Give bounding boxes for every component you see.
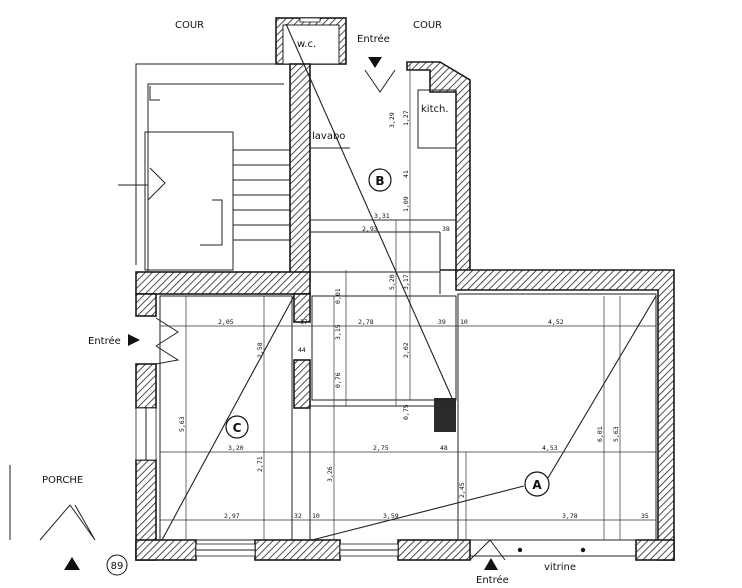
dim-text: 0,01 (334, 288, 342, 304)
dim-text: 48 (440, 444, 448, 452)
wc-room (275, 17, 347, 65)
dim-text: 2,71 (256, 456, 264, 472)
dim-text: 0,75 (402, 404, 410, 420)
label-lavabo: lavabo (312, 131, 345, 142)
dim-text: 6,01 (596, 426, 604, 442)
dim-text: 2,58 (256, 342, 264, 358)
dimension-lines (160, 64, 656, 540)
label-cour-left: COUR (175, 20, 204, 31)
interior-lines (9, 69, 657, 561)
dim-text: 4,53 (542, 444, 558, 452)
porche-arrow-icon (64, 557, 80, 570)
label-vitrine: vitrine (544, 562, 576, 573)
label-entree-top: Entrée (357, 33, 390, 45)
label-entree-bottom: Entrée (476, 574, 509, 586)
dim-text: 1,09 (402, 196, 410, 212)
dim-text: 3,29 (388, 112, 396, 128)
dim-text: 4,52 (548, 318, 564, 326)
marker-a: A (524, 471, 550, 497)
svg-text:A: A (532, 478, 542, 492)
page-number: 89 (106, 554, 128, 576)
dim-text: 3,31 (374, 212, 390, 220)
dim-text: 2,75 (373, 444, 389, 452)
dim-text: 2,02 (402, 342, 410, 358)
svg-text:89: 89 (111, 561, 124, 572)
dim-text: 3,15 (334, 324, 342, 340)
label-entree-left: Entrée (88, 335, 121, 347)
dim-text: 2,97 (224, 512, 240, 520)
svg-text:C: C (233, 421, 242, 435)
svg-text:B: B (375, 174, 384, 188)
marker-b: B (368, 168, 392, 192)
dim-text: 5,63 (178, 416, 186, 432)
dim-text: 3,78 (562, 512, 578, 520)
dim-text: 2,78 (358, 318, 374, 326)
dim-text: 41 (402, 170, 410, 178)
dim-text: 37 (300, 318, 308, 326)
dim-text: 32 (294, 512, 302, 520)
label-kitchen: kitch. (421, 104, 449, 115)
staircase-area (118, 63, 290, 272)
entree-bottom-arrow-icon (484, 558, 498, 570)
dim-text: 3,20 (228, 444, 244, 452)
exterior-walls (135, 61, 675, 561)
label-porche: PORCHE (42, 475, 83, 486)
dim-text: 39 (438, 318, 446, 326)
dim-text: 1,27 (402, 110, 410, 126)
dim-text: 38 (442, 225, 450, 233)
dim-text: 2,05 (218, 318, 234, 326)
dim-text: 0,76 (334, 372, 342, 388)
dim-text: 10 (460, 318, 468, 326)
dim-text: 44 (298, 346, 306, 354)
marker-c: C (225, 415, 249, 439)
label-wc: w.c. (297, 39, 316, 50)
label-cour-right: COUR (413, 20, 442, 31)
dim-text: 10 (312, 512, 320, 520)
dim-text: 35 (641, 512, 649, 520)
diagonal-lines (161, 23, 657, 541)
dim-text: 5,63 (612, 426, 620, 442)
entree-left-arrow-icon (128, 334, 140, 346)
dim-text: 2,93 (362, 225, 378, 233)
dim-text: 2,45 (458, 482, 466, 498)
dim-text: 3,17 (402, 274, 410, 290)
dim-text: 3,59 (383, 512, 399, 520)
dim-text: 3,26 (326, 466, 334, 482)
entree-top-arrow-icon (368, 57, 382, 68)
dim-text: 5,20 (388, 274, 396, 290)
